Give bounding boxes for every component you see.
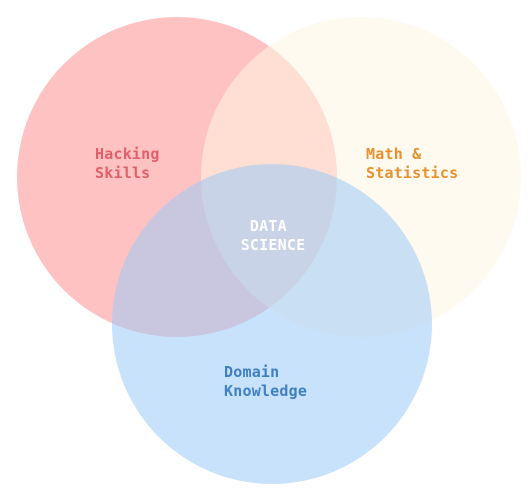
hacking-skills-line-1: Hacking	[95, 145, 160, 163]
data-science-line-1: DATA	[250, 217, 287, 235]
math-statistics-line-1: Math &	[366, 145, 422, 163]
domain-knowledge-label: Domain Knowledge	[224, 363, 307, 400]
math-statistics-label: Math & Statistics	[366, 145, 458, 182]
math-statistics-line-2: Statistics	[366, 164, 458, 182]
domain-knowledge-circle	[112, 164, 432, 484]
hacking-skills-line-2: Skills	[95, 164, 150, 182]
hacking-skills-label: Hacking Skills	[95, 145, 169, 182]
data-science-label: DATA SCIENCE	[241, 217, 306, 254]
domain-knowledge-line-2: Knowledge	[224, 382, 307, 400]
domain-knowledge-line-1: Domain	[224, 363, 279, 381]
data-science-line-2: SCIENCE	[241, 236, 306, 254]
